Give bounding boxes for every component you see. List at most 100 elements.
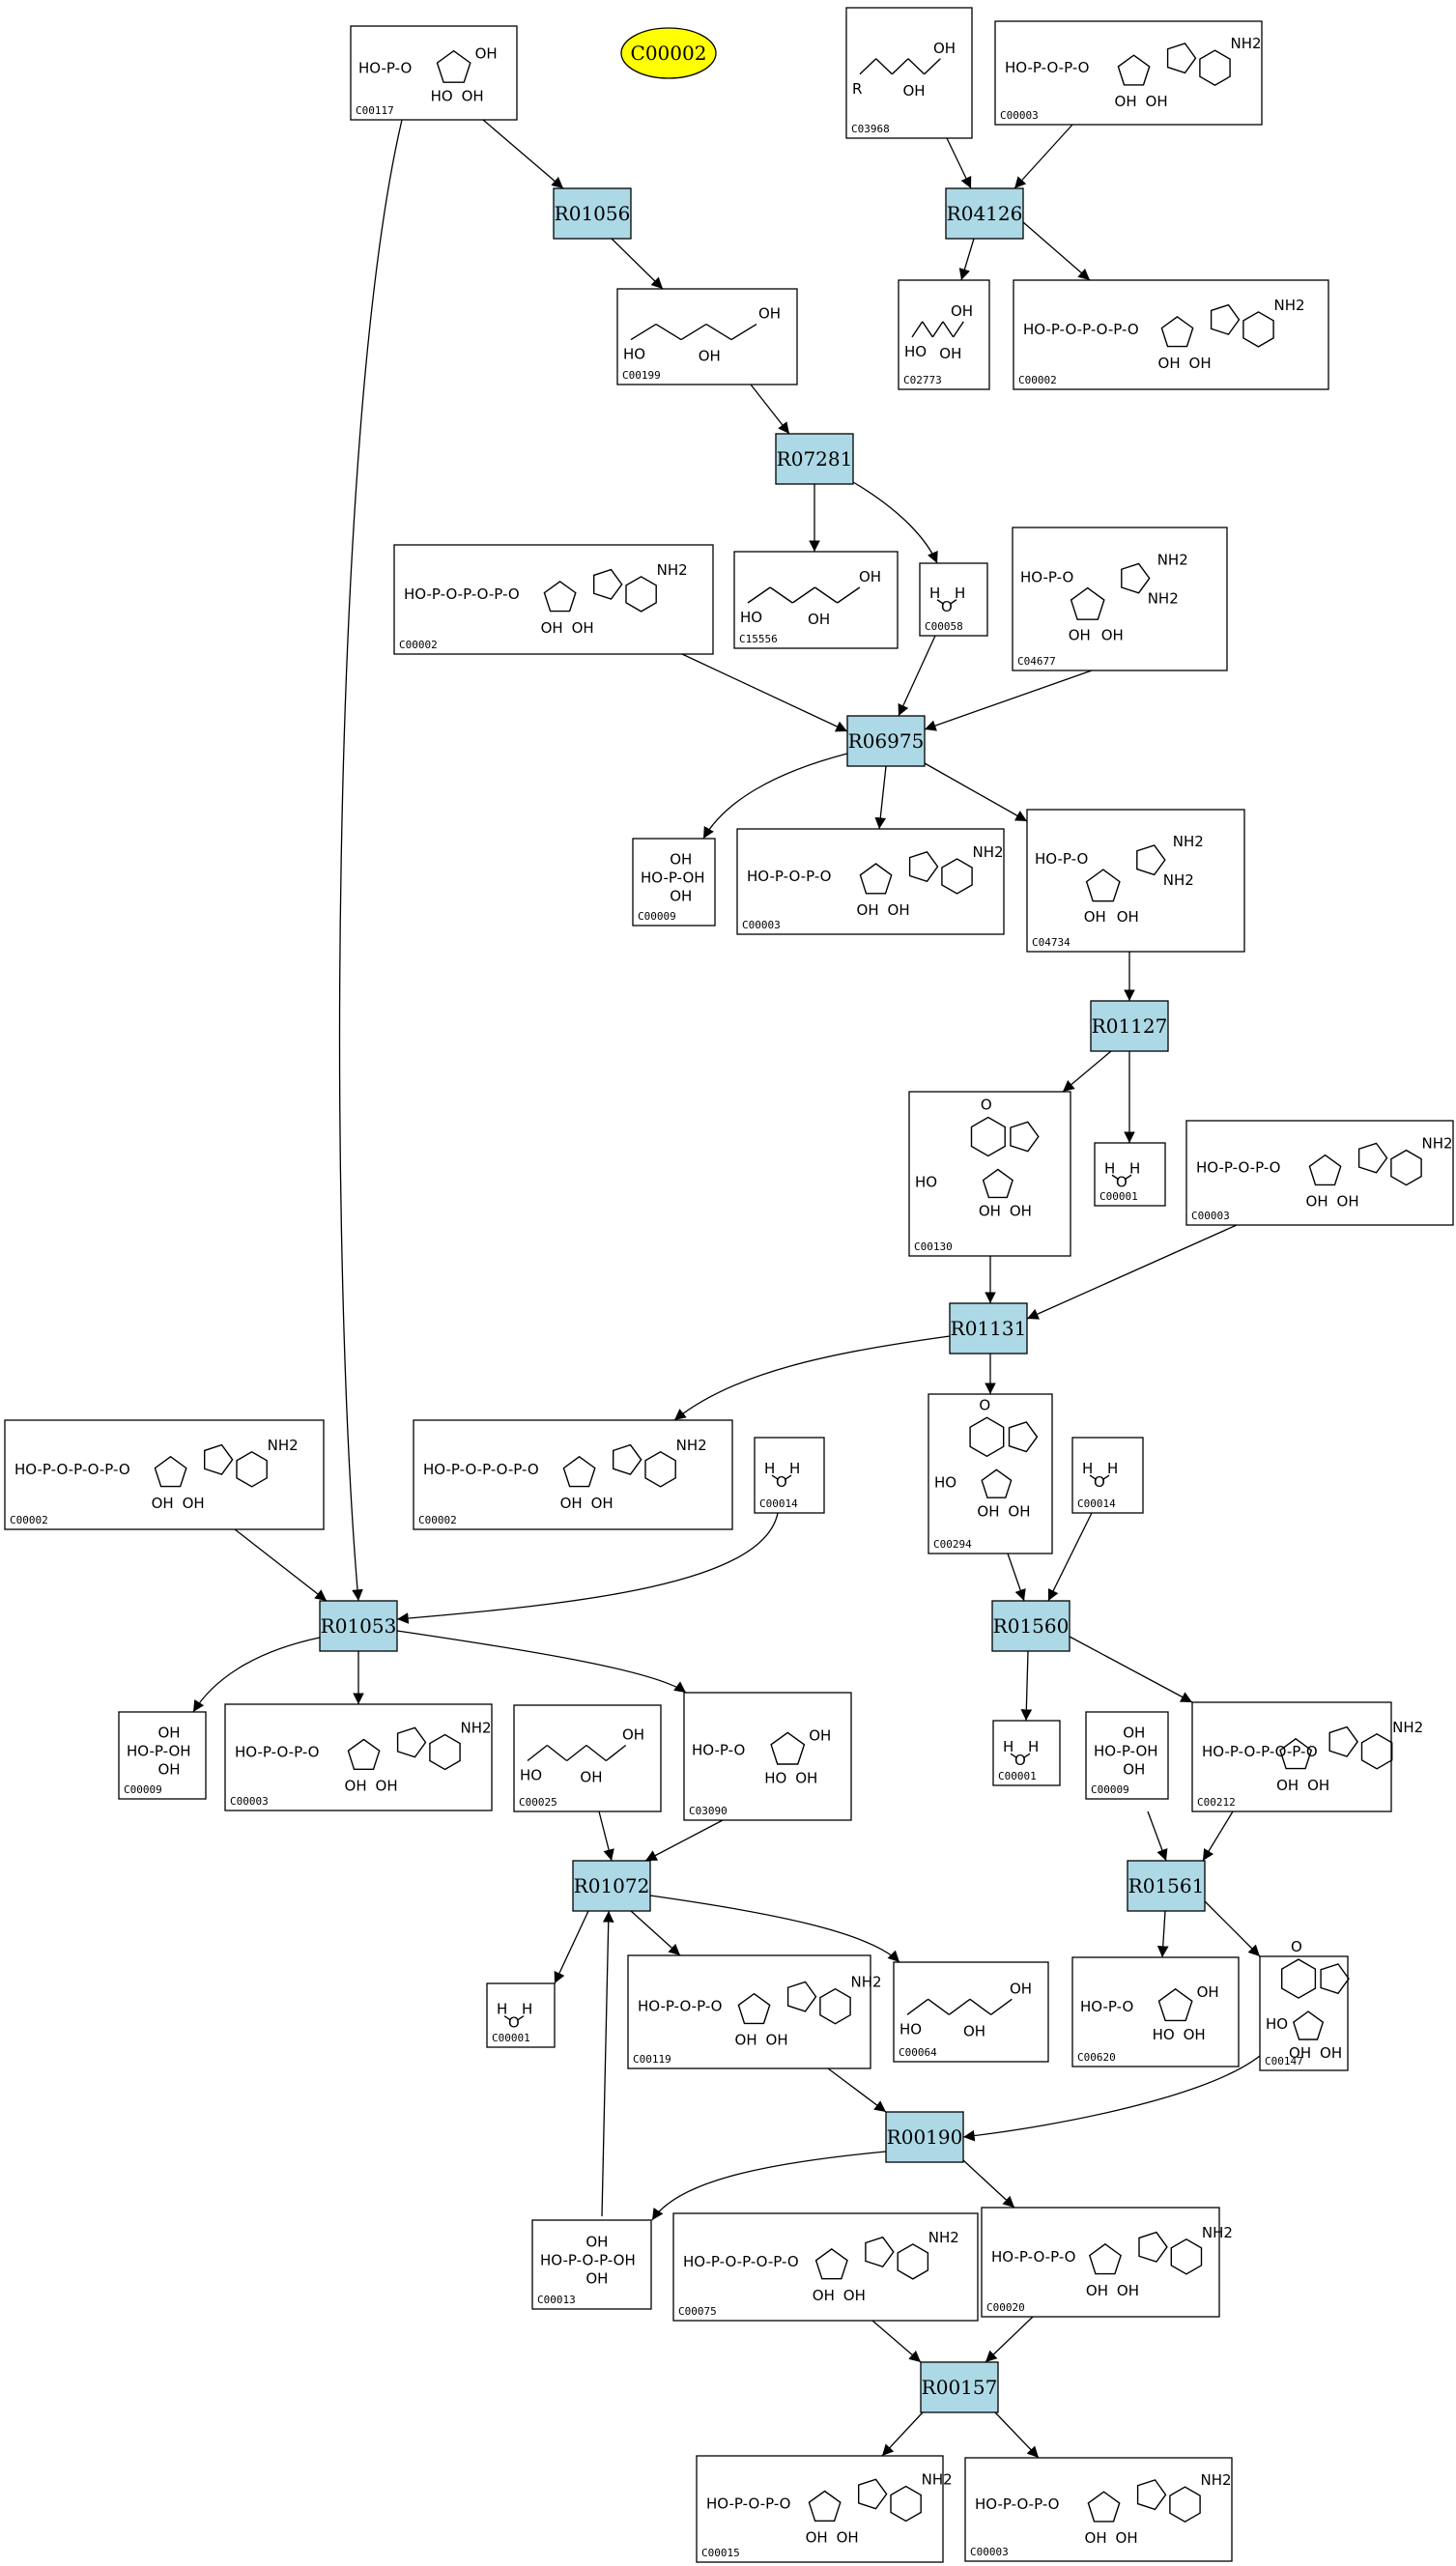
compound-id: C00003 <box>1000 109 1039 122</box>
reaction-node[interactable]: R01131 <box>949 1302 1028 1354</box>
bond <box>785 1474 792 1480</box>
structure-label: H <box>1028 1738 1039 1755</box>
bond <box>924 58 941 75</box>
reaction-node[interactable]: R01053 <box>319 1600 398 1652</box>
structure-label: HO <box>1153 2026 1175 2043</box>
bond <box>769 586 793 604</box>
structure-label: OH <box>158 1761 181 1779</box>
reaction-edge <box>962 2055 1261 2142</box>
compound-id: C00014 <box>759 1497 798 1510</box>
reaction-edge <box>192 1637 321 1713</box>
reaction-node[interactable]: R00157 <box>920 2361 999 2413</box>
structure-label: HO <box>904 343 927 360</box>
structure-label: NH2 <box>268 1437 299 1454</box>
reaction-edge <box>1026 1224 1238 1320</box>
reaction-node[interactable]: R07281 <box>775 433 854 485</box>
ring-bond <box>154 1455 187 1488</box>
reaction-id: R01127 <box>1092 1014 1168 1038</box>
highlight-compound[interactable]: C00002 <box>620 27 717 79</box>
ring-bond <box>613 1443 642 1475</box>
bond <box>630 323 657 341</box>
structure-label: NH2 <box>1274 297 1305 314</box>
reaction-node[interactable]: R01072 <box>572 1860 651 1912</box>
reaction-node[interactable]: R00190 <box>885 2111 964 2163</box>
ring-bond <box>859 863 893 895</box>
bond <box>859 58 877 75</box>
compound-id: C00009 <box>124 1783 162 1796</box>
reaction-node[interactable]: R06975 <box>846 715 926 767</box>
reaction-box <box>885 2111 964 2163</box>
reaction-node[interactable]: R01560 <box>991 1600 1071 1652</box>
reaction-edge <box>396 1512 779 1624</box>
structure-label: NH2 <box>973 843 1004 861</box>
reaction-edge <box>1047 1512 1093 1602</box>
structure-label: NH2 <box>1148 590 1179 608</box>
ring-bond <box>981 1468 1013 1498</box>
compound-box <box>981 2207 1220 2318</box>
ring-bond <box>1280 1958 1317 1999</box>
structure-label: O <box>941 598 953 615</box>
compound-box <box>1026 809 1245 953</box>
structure-label: OH <box>1197 1983 1219 2001</box>
structure-label: NH2 <box>461 1720 492 1737</box>
reaction-node[interactable]: R01056 <box>553 187 632 240</box>
compound-id: C04677 <box>1017 655 1056 668</box>
bond <box>546 1744 568 1762</box>
ring-bond <box>1087 2491 1121 2523</box>
structure-label: OH <box>1189 355 1212 372</box>
reaction-node[interactable]: R01561 <box>1127 1860 1206 1912</box>
compound-box <box>118 1711 207 1800</box>
structure-label: O <box>1291 1938 1302 1955</box>
structure-label: OH <box>585 2233 608 2250</box>
reaction-box <box>949 1302 1028 1354</box>
structure-label: NH2 <box>1422 1135 1453 1153</box>
structure-label: OH <box>183 1495 205 1512</box>
ring-bond <box>819 1987 851 2025</box>
bond <box>655 323 682 341</box>
reaction-edge <box>946 137 972 189</box>
reaction-node[interactable]: R01127 <box>1090 1000 1169 1052</box>
reaction-id: R04126 <box>947 202 1023 225</box>
bond <box>791 586 815 604</box>
compound-id: C00015 <box>701 2547 740 2559</box>
reaction-node[interactable]: R04126 <box>945 187 1024 240</box>
